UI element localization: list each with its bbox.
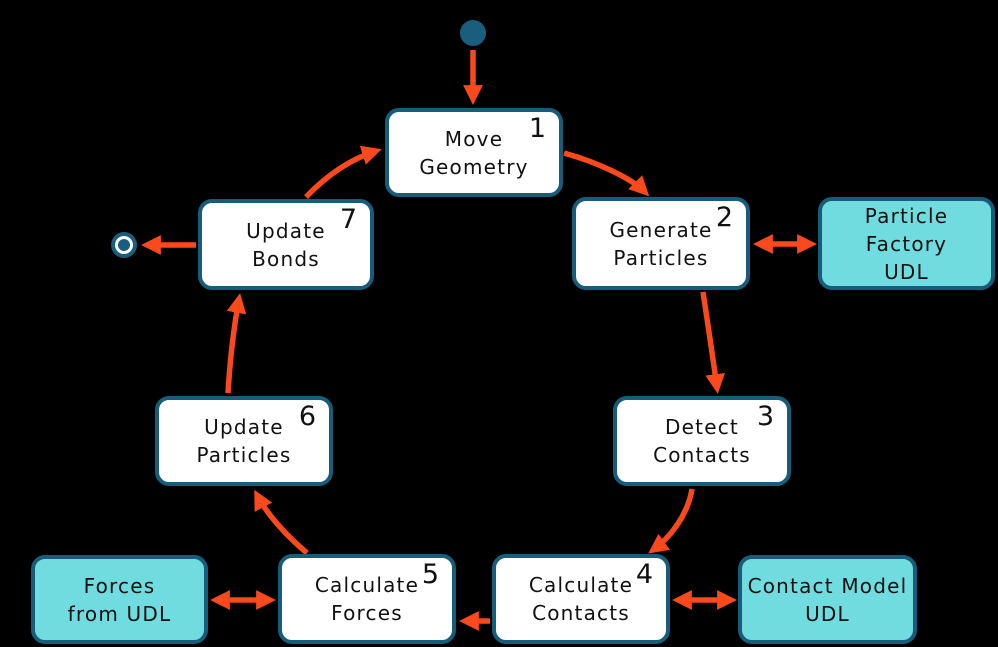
arrow-generate-particles-to-detect-contacts: [700, 291, 725, 394]
udl-label: Particle Factory UDL: [822, 202, 991, 286]
arrow-detect-contacts-to-calculate-contacts: [648, 488, 695, 554]
arrow-update-particles-to-update-bonds: [225, 293, 247, 394]
state-number: 2: [715, 202, 733, 233]
state-calculate-contacts: 4 Calculate Contacts: [492, 554, 670, 644]
state-number: 5: [421, 559, 439, 590]
state-label: Calculate Forces: [315, 571, 419, 627]
state-move-geometry: 1 Move Geometry: [385, 108, 563, 197]
label-line: Calculate: [528, 573, 634, 597]
label-line: Update: [246, 218, 326, 243]
label-line: Detect: [665, 415, 739, 439]
label-line: Contact Model: [747, 573, 908, 598]
label-line: Update: [204, 415, 284, 439]
state-label: Move Geometry: [419, 125, 528, 181]
label-line: Move: [444, 126, 504, 151]
label-line: from UDL: [67, 601, 172, 626]
label-line: Particle Factory: [864, 203, 949, 256]
label-line: Forces: [83, 573, 156, 598]
state-label: Calculate Contacts: [529, 571, 633, 627]
state-calculate-forces: 5 Calculate Forces: [278, 554, 456, 644]
label-line: Generate: [609, 217, 713, 242]
state-label: Detect Contacts: [653, 413, 751, 469]
state-label: Update Particles: [196, 413, 291, 469]
state-number: 3: [756, 401, 774, 432]
udl-contact-model: Contact Model UDL: [738, 555, 917, 644]
udl-forces-from-udl: Forces from UDL: [31, 555, 208, 644]
label-line: Geometry: [419, 154, 529, 179]
label-line: Contacts: [653, 443, 751, 467]
state-generate-particles: 2 Generate Particles: [572, 197, 750, 290]
label-line: Contacts: [532, 601, 630, 625]
end-node: [111, 232, 137, 258]
udl-label: Contact Model UDL: [748, 572, 908, 628]
arrow-calculate-forces-to-update-particles: [254, 489, 309, 556]
state-number: 7: [339, 204, 357, 235]
udl-particle-factory: Particle Factory UDL: [818, 197, 995, 290]
state-number: 1: [528, 113, 546, 144]
state-update-particles: 6 Update Particles: [155, 396, 333, 486]
label-line: UDL: [805, 601, 850, 626]
state-number: 4: [635, 559, 653, 590]
label-line: Calculate: [314, 573, 420, 597]
label-line: Forces: [331, 601, 403, 625]
label-line: Particles: [196, 443, 292, 467]
state-label: Update Bonds: [246, 217, 326, 273]
state-label: Generate Particles: [609, 216, 712, 272]
state-number: 6: [298, 401, 316, 432]
label-line: Particles: [613, 245, 709, 270]
label-line: Bonds: [252, 246, 320, 271]
state-update-bonds: 7 Update Bonds: [198, 199, 374, 290]
arrow-update-bonds-to-move-geometry: [304, 145, 382, 199]
start-node: [460, 20, 486, 46]
end-node-ring: [115, 236, 133, 254]
label-line: UDL: [884, 259, 929, 284]
state-detect-contacts: 3 Detect Contacts: [613, 396, 791, 486]
arrow-move-geometry-to-generate-particles: [563, 150, 650, 197]
udl-label: Forces from UDL: [68, 572, 172, 628]
